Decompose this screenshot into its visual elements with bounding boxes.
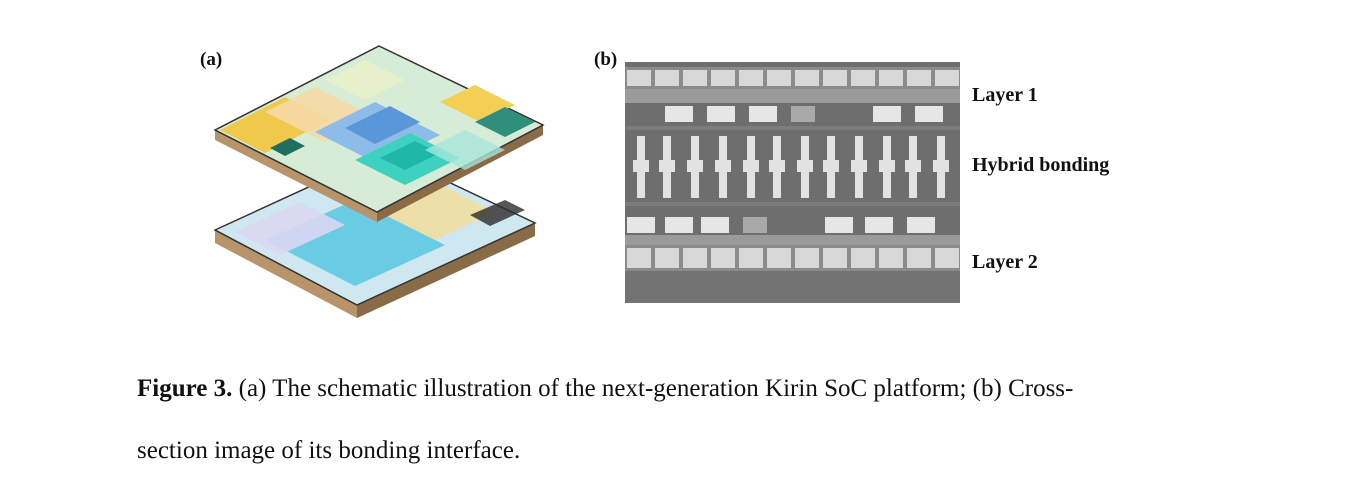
layer1-pattern — [627, 70, 959, 86]
hybrid-bonding-label: Hybrid bonding — [972, 154, 1110, 176]
lower-pads — [627, 217, 935, 233]
bonding-pillars — [633, 136, 949, 198]
panel-label-b: (b) — [594, 49, 618, 70]
layer2-label: Layer 2 — [972, 251, 1038, 273]
panel-label-a: (a) — [200, 49, 223, 70]
soc-stack-illustration — [213, 45, 545, 318]
upper-pads — [665, 106, 943, 122]
layer2-pattern — [627, 248, 959, 268]
layer1-label: Layer 1 — [972, 84, 1038, 106]
top-die-edge — [215, 130, 377, 222]
caption-text-line2: section image of its bonding interface. — [137, 437, 521, 464]
caption-text-line1: (a) The schematic illustration of the ne… — [232, 375, 1074, 402]
cross-section-image — [625, 62, 960, 303]
figure-number: Figure 3. — [137, 375, 233, 402]
bottom-die-edge-right — [357, 223, 535, 318]
figure-caption: Figure 3. (a) The schematic illustration… — [137, 375, 1073, 403]
bottom-die-edge — [215, 230, 357, 318]
